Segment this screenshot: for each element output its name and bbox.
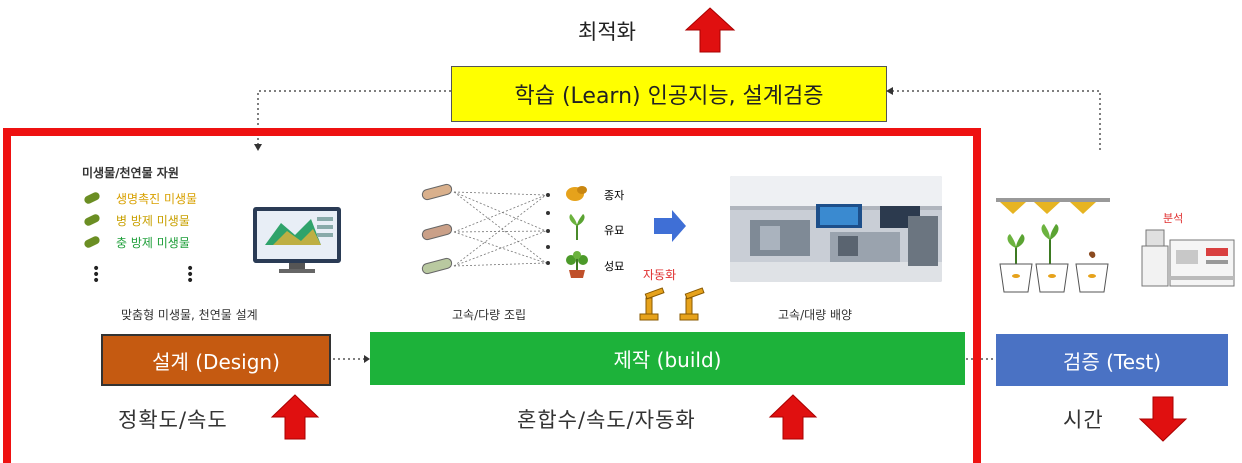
build-metric: 혼합수/속도/자동화 <box>517 408 696 432</box>
design-caption: 맞춤형 미생물, 천연물 설계 <box>121 308 258 322</box>
up-arrow-icon <box>768 393 818 445</box>
up-arrow-icon <box>270 393 320 445</box>
culture-caption: 고속/대량 배양 <box>778 308 853 322</box>
down-arrow-icon <box>1138 395 1188 447</box>
robot-arm-icon <box>636 286 716 326</box>
optimize-label: 최적화 <box>578 20 636 44</box>
phase-build: 제작 (build) <box>370 332 965 385</box>
test-tube-icon <box>83 212 101 228</box>
assembly-diagram <box>414 183 564 282</box>
list-item: 생명촉진 미생물 <box>83 187 197 209</box>
ellipsis-icon: ••• <box>186 261 195 289</box>
test-metric: 시간 <box>1063 408 1104 432</box>
seed-icon <box>565 182 589 208</box>
lab-photo <box>730 176 942 282</box>
phase-test: 검증 (Test) <box>996 334 1228 386</box>
design-build-frame <box>3 128 981 463</box>
output-seed-label: 종자 <box>604 189 625 202</box>
computer-monitor-icon <box>251 205 343 275</box>
seedling-icon <box>565 212 589 246</box>
plant-icon <box>563 250 591 284</box>
list-item: 충 방제 미생물 <box>83 231 197 253</box>
right-arrow-icon <box>652 208 688 248</box>
analysis-label: 분석 <box>1163 212 1184 225</box>
test-tube-icon <box>83 190 101 206</box>
pot-plants-icon <box>996 196 1126 300</box>
design-metric: 정확도/속도 <box>118 408 228 432</box>
list-item: 병 방제 미생물 <box>83 209 197 231</box>
up-arrow-icon <box>684 6 736 58</box>
ellipsis-icon: ••• <box>92 261 101 289</box>
resource-header: 미생물/천연물 자원 <box>82 166 179 180</box>
microbe-list: 생명촉진 미생물 병 방제 미생물 충 방제 미생물 <box>83 187 197 253</box>
phase-design: 설계 (Design) <box>101 334 331 386</box>
automation-label: 자동화 <box>643 268 677 282</box>
output-plant-label: 성묘 <box>604 260 625 273</box>
analyzer-instrument-icon <box>1140 226 1238 294</box>
output-seedling-label: 유묘 <box>604 224 625 237</box>
test-tube-icon <box>83 234 101 250</box>
build-caption: 고속/다량 조립 <box>452 308 527 322</box>
learn-box: 학습 (Learn) 인공지능, 설계검증 <box>451 66 887 122</box>
